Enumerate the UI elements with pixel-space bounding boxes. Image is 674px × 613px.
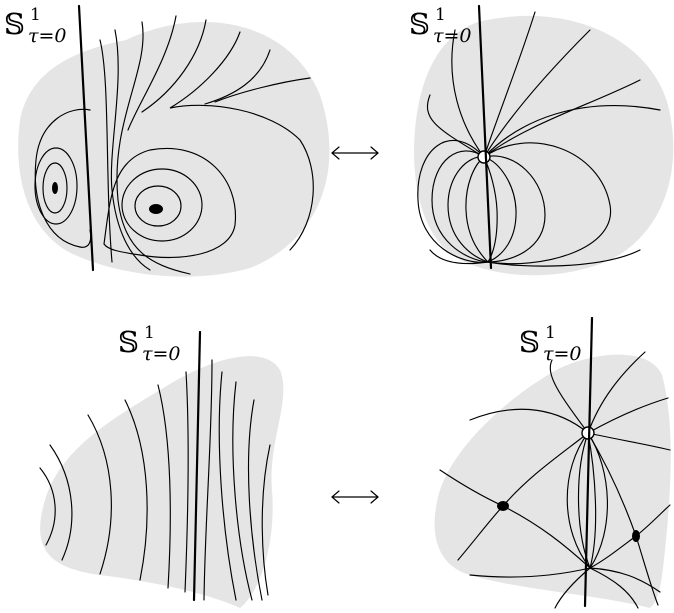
flow-curve (483, 29, 591, 158)
s1-label: 𝕊 (409, 7, 430, 41)
flow-curve (587, 432, 671, 451)
flow-curve (469, 567, 591, 578)
label-subscript: τ=0 (433, 25, 472, 47)
flow-curve (447, 156, 489, 263)
label-symbol: 𝕊 (118, 325, 139, 359)
flow-curve (469, 408, 589, 434)
label-subscript: τ=0 (142, 343, 181, 365)
label-superscript: 1 (30, 5, 41, 25)
flow-curve (487, 249, 641, 267)
level-curve (203, 359, 213, 601)
label-superscript: 1 (144, 323, 155, 343)
s1-label: 𝕊 (118, 325, 139, 359)
flow-curve (483, 105, 661, 158)
flow-curve (587, 432, 597, 569)
flow-curve (431, 150, 489, 263)
s1-line (77, 4, 95, 272)
level-curve (261, 444, 271, 596)
flow-curve (587, 397, 669, 434)
level-curve (34, 108, 92, 248)
flow-curve (589, 567, 661, 593)
flow-curve (429, 249, 489, 265)
flow-curve (587, 432, 608, 569)
level-curve (141, 19, 207, 113)
level-curve (116, 21, 191, 275)
region-bottom-right (434, 354, 671, 608)
label-symbol: 𝕊 (409, 7, 430, 41)
flow-curve (483, 156, 517, 263)
flow-curve (483, 79, 641, 158)
flow-curve (566, 432, 591, 569)
equivalence-arrow-top (331, 146, 379, 160)
flow-curve (465, 156, 489, 263)
level-curve (110, 29, 151, 271)
s1-line (192, 330, 202, 602)
label-subscript: τ=0 (543, 343, 582, 365)
level-curve (103, 147, 237, 259)
s1-line (477, 4, 493, 270)
level-curve (232, 381, 253, 601)
level-curve (39, 467, 56, 546)
label-symbol: 𝕊 (4, 7, 25, 41)
panel-bottom-left: 𝕊 1 τ=0 (39, 323, 284, 608)
level-curve (134, 185, 182, 227)
flow-curve (417, 139, 489, 263)
open-critical-point (477, 150, 491, 164)
s1-label: 𝕊 (519, 325, 540, 359)
panel-top-left: 𝕊 1 τ=0 (4, 4, 330, 277)
level-curve (204, 49, 271, 105)
flow-curve (483, 156, 498, 263)
level-curve (34, 147, 78, 225)
level-curve (214, 77, 311, 103)
label-subscript: τ=0 (28, 25, 67, 47)
region-top-right (414, 15, 674, 276)
flow-curve (483, 11, 536, 158)
panel-top-right: 𝕊 1 τ=0 (409, 4, 674, 276)
level-curve (124, 399, 148, 581)
flow-curve (451, 29, 485, 158)
filled-critical-point (149, 204, 163, 214)
flow-curve (426, 94, 485, 158)
flow-curve (587, 351, 646, 434)
s1-line (583, 316, 594, 608)
level-curve (247, 399, 263, 601)
filled-critical-point (52, 182, 58, 194)
panel-bottom-right: 𝕊 1 τ=0 (434, 316, 671, 609)
level-curve (169, 31, 314, 251)
label-superscript: 1 (435, 5, 446, 25)
label-symbol: 𝕊 (519, 325, 540, 359)
label-superscript: 1 (545, 323, 556, 343)
region-bottom-left (40, 356, 284, 608)
level-curve (121, 168, 203, 242)
level-curve (127, 15, 177, 131)
flow-curve (589, 567, 639, 609)
flow-curve (549, 359, 589, 434)
equivalence-arrow-bottom (331, 490, 379, 504)
open-critical-point (581, 426, 595, 440)
level-curve (157, 384, 171, 589)
filled-critical-point (497, 501, 509, 511)
level-curve (218, 371, 237, 601)
flow-curve (483, 142, 612, 265)
level-curve (49, 444, 73, 561)
level-curve (99, 39, 113, 263)
region-top-left (18, 22, 330, 277)
level-curve (87, 414, 112, 575)
filled-critical-point (632, 530, 640, 542)
s1-label: 𝕊 (4, 7, 25, 41)
flow-curve (483, 155, 546, 263)
level-curve (184, 371, 189, 593)
level-curve (42, 162, 68, 214)
